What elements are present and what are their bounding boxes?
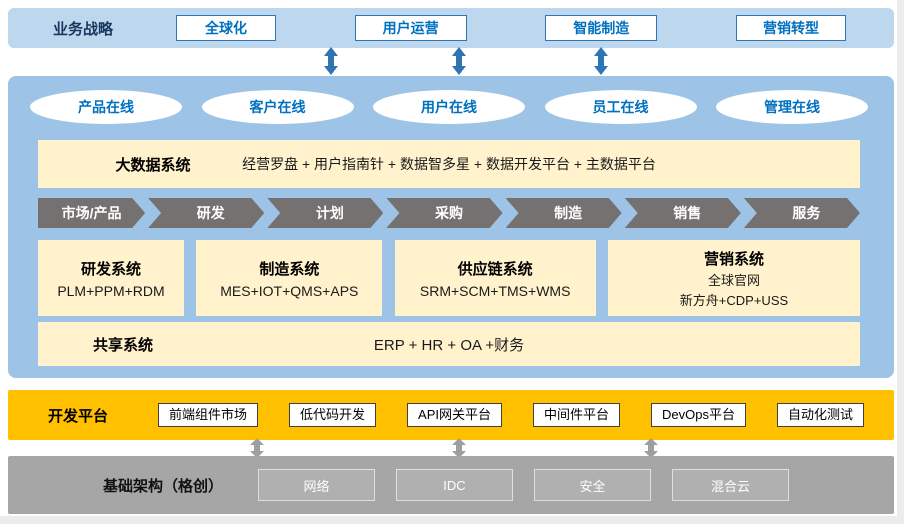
rd-system-box: 研发系统 PLM+PPM+RDM — [38, 240, 184, 316]
system-apps: 全球官网 — [707, 272, 760, 288]
dev-platform-item-autotest: 自动化测试 — [776, 403, 864, 427]
double-arrow-icon — [452, 438, 466, 458]
infrastructure-items-row: 网络 IDC 安全 混合云 — [258, 469, 789, 501]
strategy-items-row: 全球化 用户运营 智能制造 营销转型 — [158, 15, 894, 41]
business-strategy-band: 业务战略 全球化 用户运营 智能制造 营销转型 — [8, 8, 894, 48]
online-capsule-user: 用户在线 — [373, 90, 525, 124]
big-data-content: 经营罗盘 + 用户指南针 + 数据智多星 + 数据开发平台 + 主数据平台 — [242, 156, 656, 172]
strategy-item-smart-manufacturing: 智能制造 — [545, 15, 658, 41]
strategy-item-user-operation: 用户运营 — [354, 15, 467, 41]
dev-platform-item-devops: DevOps平台 — [651, 403, 746, 427]
dev-platform-items-row: 前端组件市场 低代码开发 API网关平台 中间件平台 DevOps平台 自动化测… — [148, 403, 894, 427]
big-data-title: 大数据系统 — [115, 156, 191, 174]
shared-system-content: ERP + HR + OA +财务 — [373, 336, 525, 354]
big-data-system-box: 大数据系统 经营罗盘 + 用户指南针 + 数据智多星 + 数据开发平台 + 主数… — [38, 140, 860, 188]
system-title: 营销系统 — [703, 250, 764, 268]
systems-row: 研发系统 PLM+PPM+RDM 制造系统 MES+IOT+QMS+APS 供应… — [38, 240, 860, 316]
infrastructure-item-security: 安全 — [534, 469, 651, 501]
strategy-item-globalization: 全球化 — [176, 15, 276, 41]
double-arrow-icon — [594, 47, 608, 75]
infrastructure-item-idc: IDC — [396, 469, 513, 501]
value-chain-step-service: 服务 — [744, 198, 860, 228]
online-capsule-management: 管理在线 — [716, 90, 868, 124]
value-chain-step-planning: 计划 — [267, 198, 383, 228]
infrastructure-label: 基础架构（格创） — [102, 477, 223, 495]
dev-platform-item-api-gateway: API网关平台 — [407, 403, 502, 427]
supply-chain-system-box: 供应链系统 SRM+SCM+TMS+WMS — [394, 240, 596, 316]
system-title: 研发系统 — [80, 260, 141, 278]
value-chain-step-sales: 销售 — [625, 198, 741, 228]
value-chain-step-rd: 研发 — [148, 198, 264, 228]
double-arrow-icon — [324, 47, 338, 75]
system-title: 供应链系统 — [457, 260, 533, 278]
manufacturing-system-box: 制造系统 MES+IOT+QMS+APS — [196, 240, 383, 316]
shared-system-title: 共享系统 — [92, 336, 153, 354]
value-chain-step-procurement: 采购 — [386, 198, 502, 228]
shared-system-box: 共享系统 ERP + HR + OA +财务 — [38, 322, 860, 366]
system-apps: MES+IOT+QMS+APS — [220, 282, 359, 299]
dev-platform-label: 开发平台 — [47, 407, 108, 425]
digital-systems-band: 产品在线 客户在线 用户在线 员工在线 管理在线 大数据系统 经营罗盘 + 用户… — [8, 76, 894, 378]
value-chain-step-manufacturing: 制造 — [506, 198, 622, 228]
strategy-item-marketing-transformation: 营销转型 — [735, 15, 846, 41]
infrastructure-band: 基础架构（格创） 网络 IDC 安全 混合云 — [8, 456, 894, 514]
business-strategy-label: 业务战略 — [52, 20, 113, 38]
online-capsules-row: 产品在线 客户在线 用户在线 员工在线 管理在线 — [30, 90, 868, 124]
dev-platform-band: 开发平台 前端组件市场 低代码开发 API网关平台 中间件平台 DevOps平台… — [8, 390, 894, 440]
double-arrow-icon — [452, 47, 466, 75]
system-apps: SRM+SCM+TMS+WMS — [419, 282, 571, 299]
double-arrow-icon — [250, 438, 264, 458]
value-chain-row: 市场/产品 研发 计划 采购 制造 销售 服务 — [38, 198, 860, 228]
system-apps: PLM+PPM+RDM — [57, 282, 165, 299]
infrastructure-item-hybrid-cloud: 混合云 — [672, 469, 789, 501]
system-apps: 新方舟+CDP+USS — [679, 292, 789, 308]
system-title: 制造系统 — [259, 260, 320, 278]
dev-platform-item-middleware: 中间件平台 — [533, 403, 621, 427]
dev-platform-item-frontend-market: 前端组件市场 — [158, 403, 259, 427]
infrastructure-item-network: 网络 — [258, 469, 375, 501]
marketing-system-box: 营销系统 全球官网 新方舟+CDP+USS — [607, 240, 860, 316]
online-capsule-employee: 员工在线 — [544, 90, 697, 124]
dev-platform-item-lowcode: 低代码开发 — [289, 403, 377, 427]
online-capsule-product: 产品在线 — [30, 90, 182, 124]
online-capsule-customer: 客户在线 — [201, 90, 354, 124]
value-chain-step-market-product: 市场/产品 — [38, 198, 145, 228]
double-arrow-icon — [644, 438, 658, 458]
